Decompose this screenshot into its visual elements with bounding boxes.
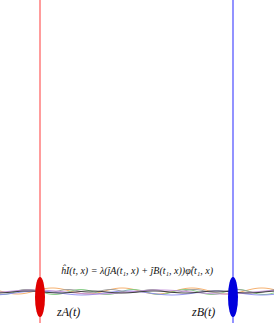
worldline-a [39,0,40,323]
worldline-b [232,0,233,323]
detector-b [228,277,238,317]
detector-a [35,277,45,317]
trajectory-label: zA(t) [57,306,80,319]
interaction-hamiltonian: ĥI(t, x) = λ(ĵA(t₁, x) + ĵB(t₁, x))φ̂(t₁… [59,265,215,276]
trajectory-label: zB(t) [192,306,215,319]
